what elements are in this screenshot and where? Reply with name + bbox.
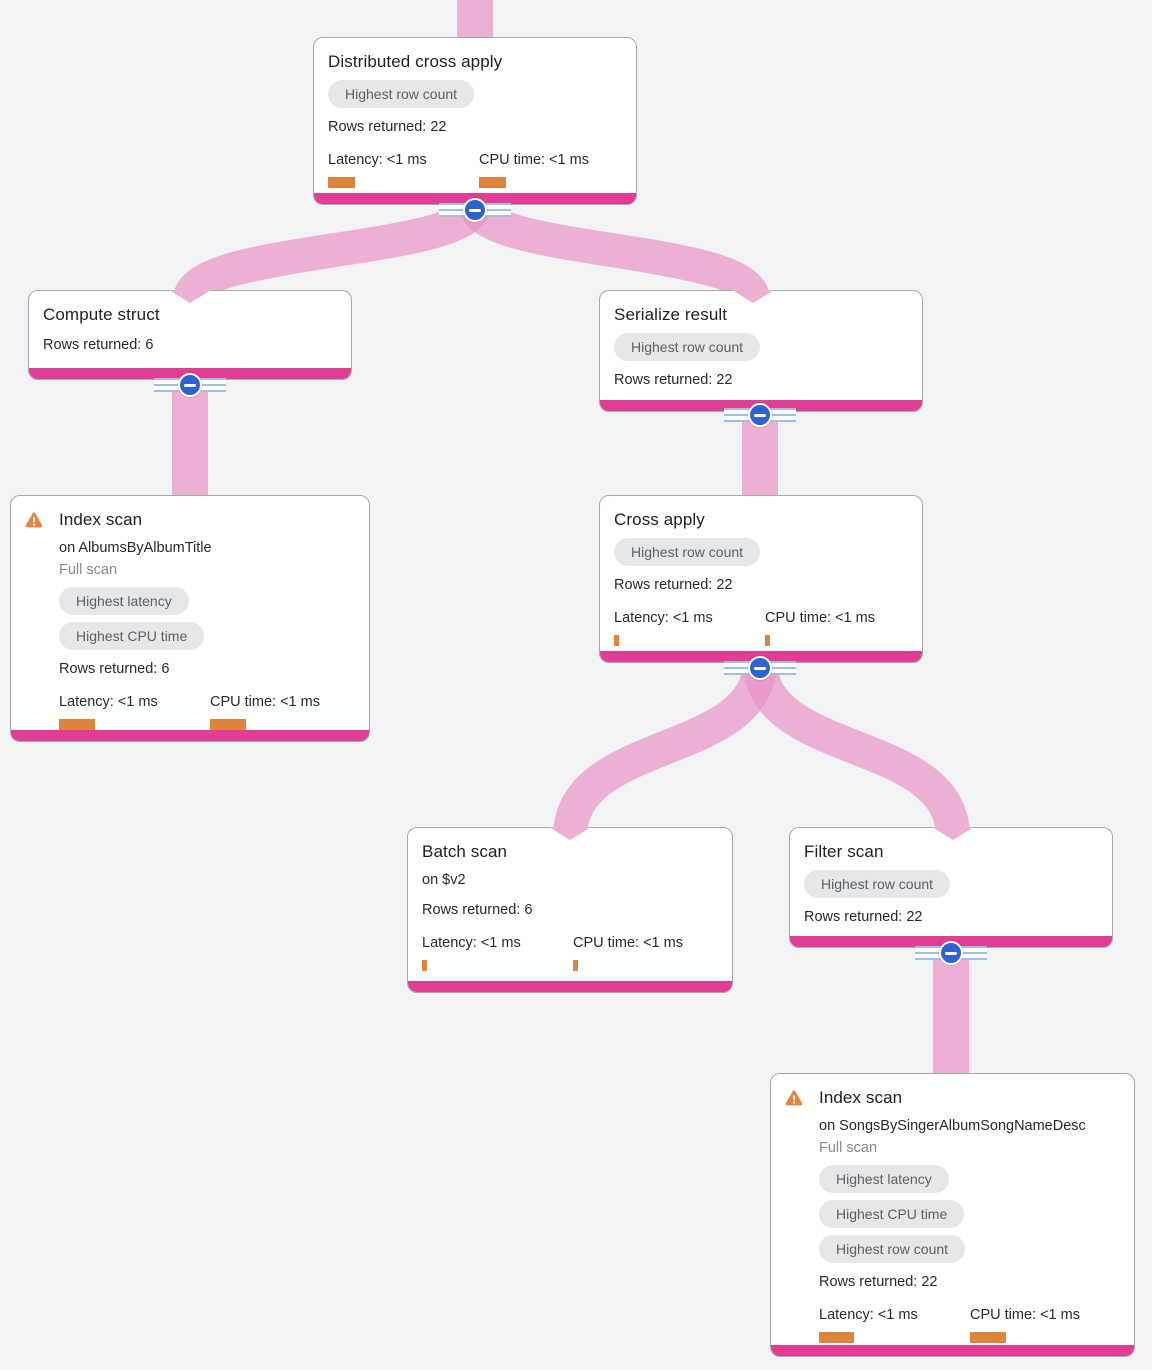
node-index-scan-songs[interactable]: Index scan on SongsBySingerAlbumSongName… (770, 1073, 1135, 1357)
collapse-button-filter-scan[interactable] (915, 941, 987, 965)
node-serialize-result[interactable]: Serialize result Highest row count Rows … (599, 290, 923, 412)
node-title: Compute struct (43, 305, 160, 324)
scan-type-label: Full scan (59, 562, 118, 578)
rows-returned: Rows returned: 6 (422, 902, 533, 918)
minus-glyph (754, 413, 766, 417)
latency-label: Latency: <1 ms (422, 935, 521, 951)
node-compute-struct[interactable]: Compute struct Rows returned: 6 (28, 290, 352, 380)
collapse-button-serialize-result[interactable] (724, 403, 796, 427)
edge-distributed-cross-apply-to-compute-struct (173, 198, 492, 305)
warning-icon (785, 1090, 803, 1106)
node-title: Serialize result (614, 305, 728, 324)
node-filter-scan[interactable]: Filter scan Highest row count Rows retur… (789, 827, 1113, 948)
cpu-time-bar (573, 960, 578, 971)
minus-glyph (469, 208, 481, 212)
chip-highest-row-count: Highest row count (614, 333, 761, 361)
minus-circle-icon[interactable] (463, 198, 487, 222)
chip-highest-latency: Highest latency (59, 587, 189, 615)
node-title: Filter scan (804, 842, 884, 861)
collapse-button-cross-apply[interactable] (724, 656, 796, 680)
node-accent-bar (11, 730, 369, 741)
warning-icon (25, 512, 43, 528)
node-index-scan-albums[interactable]: Index scan on AlbumsByAlbumTitle Full sc… (10, 495, 370, 742)
chip-highest-row-count: Highest row count (819, 1235, 966, 1263)
cpu-time-label: CPU time: <1 ms (765, 610, 875, 626)
rows-returned: Rows returned: 22 (819, 1274, 938, 1290)
cpu-time-label: CPU time: <1 ms (210, 694, 320, 710)
minus-circle-icon[interactable] (748, 656, 772, 680)
latency-bar (819, 1332, 854, 1343)
minus-circle-icon[interactable] (748, 403, 772, 427)
minus-glyph (754, 666, 766, 670)
chip-highest-cpu-time: Highest CPU time (819, 1200, 965, 1228)
latency-bar (59, 719, 95, 730)
chip-highest-latency: Highest latency (819, 1165, 949, 1193)
minus-circle-icon[interactable] (178, 373, 202, 397)
node-title: Distributed cross apply (328, 52, 503, 71)
node-accent-bar (771, 1345, 1134, 1356)
latency-label: Latency: <1 ms (328, 152, 427, 168)
minus-circle-icon[interactable] (939, 941, 963, 965)
cpu-time-label: CPU time: <1 ms (479, 152, 589, 168)
node-subtitle: on $v2 (422, 872, 466, 888)
rows-returned: Rows returned: 6 (59, 661, 170, 677)
latency-label: Latency: <1 ms (819, 1307, 918, 1323)
latency-bar (328, 177, 355, 188)
node-accent-bar (408, 981, 732, 992)
cpu-time-label: CPU time: <1 ms (573, 935, 683, 951)
collapse-button-compute-struct[interactable] (154, 373, 226, 397)
latency-bar (422, 960, 427, 971)
latency-label: Latency: <1 ms (59, 694, 158, 710)
cpu-time-bar (970, 1332, 1006, 1343)
latency-label: Latency: <1 ms (614, 610, 713, 626)
minus-glyph (184, 383, 196, 387)
rows-returned: Rows returned: 6 (43, 337, 154, 353)
chip-highest-row-count: Highest row count (614, 538, 761, 566)
collapse-button-distributed-cross-apply[interactable] (439, 198, 511, 222)
edge-cross-apply-to-batch-scan (553, 659, 777, 839)
minus-glyph (945, 951, 957, 955)
node-title: Cross apply (614, 510, 705, 529)
node-distributed-cross-apply[interactable]: Distributed cross apply Highest row coun… (313, 37, 637, 205)
edge-cross-apply-to-filter-scan (743, 659, 970, 839)
scan-type-label: Full scan (819, 1140, 878, 1156)
node-title: Index scan (59, 510, 143, 529)
chip-highest-row-count: Highest row count (328, 80, 475, 108)
node-title: Index scan (819, 1088, 903, 1107)
node-batch-scan[interactable]: Batch scan on $v2 Rows returned: 6 Laten… (407, 827, 733, 993)
cpu-time-bar (479, 177, 506, 188)
rows-returned: Rows returned: 22 (614, 372, 733, 388)
node-subtitle: on AlbumsByAlbumTitle (59, 540, 212, 556)
node-cross-apply[interactable]: Cross apply Highest row count Rows retur… (599, 495, 923, 663)
node-title: Batch scan (422, 842, 508, 861)
chip-highest-cpu-time: Highest CPU time (59, 622, 205, 650)
rows-returned: Rows returned: 22 (614, 577, 733, 593)
cpu-time-bar (765, 635, 770, 646)
edge-distributed-cross-apply-to-serialize-result (458, 198, 770, 305)
chip-highest-row-count: Highest row count (804, 870, 951, 898)
rows-returned: Rows returned: 22 (804, 909, 923, 925)
rows-returned: Rows returned: 22 (328, 119, 447, 135)
latency-bar (614, 635, 619, 646)
cpu-time-label: CPU time: <1 ms (970, 1307, 1080, 1323)
cpu-time-bar (210, 719, 246, 730)
node-subtitle: on SongsBySingerAlbumSongNameDesc (819, 1118, 1086, 1134)
